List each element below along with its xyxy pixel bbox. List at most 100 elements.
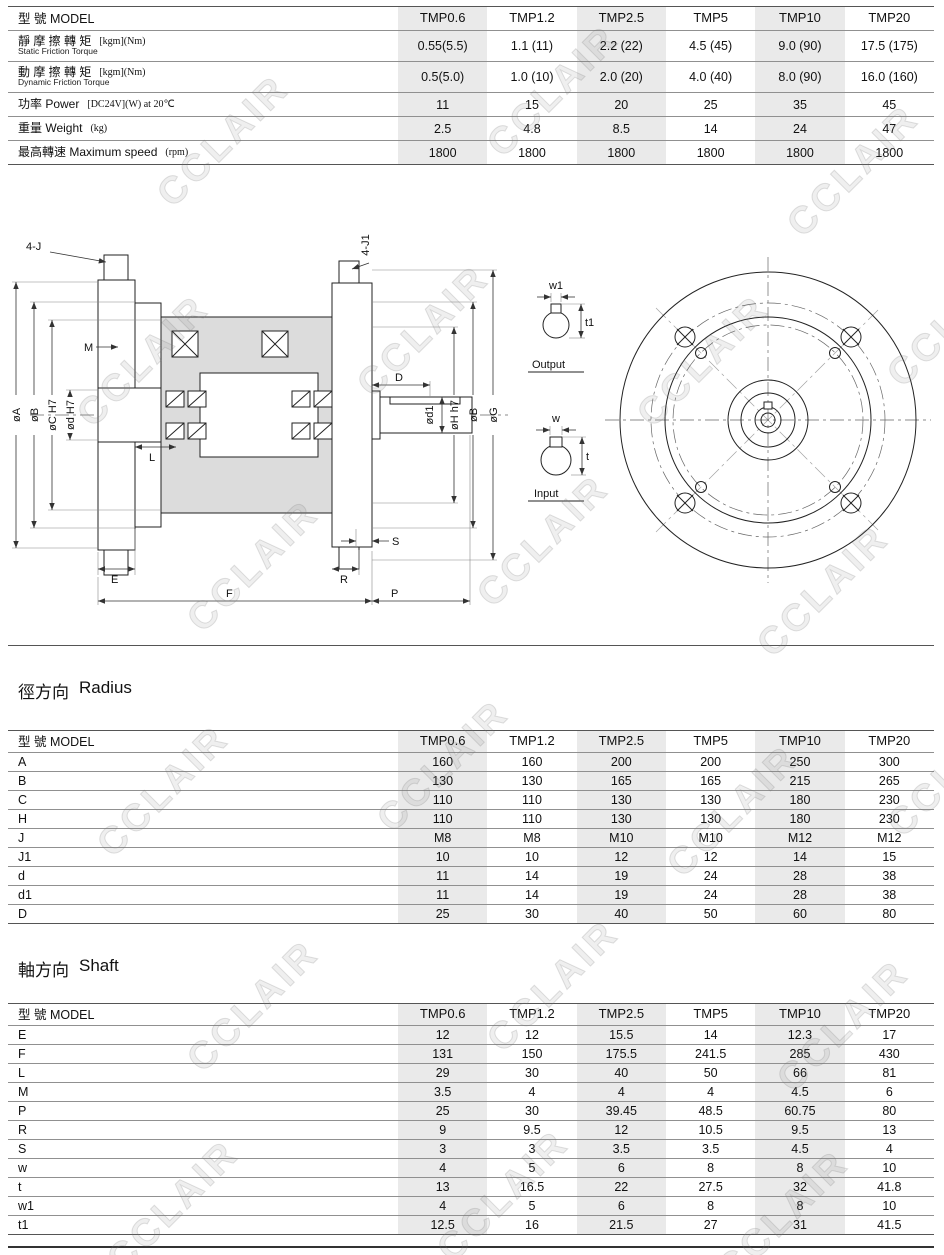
value-cell: 24 xyxy=(755,116,845,141)
row-label: R xyxy=(8,1120,398,1140)
value-cell: M10 xyxy=(576,828,666,848)
value-cell: 3.5 xyxy=(576,1139,666,1159)
value-cell: 180 xyxy=(755,809,845,829)
value-cell: 19 xyxy=(576,866,666,886)
output-label: Output xyxy=(532,359,565,371)
value-cell: 16 xyxy=(487,1215,577,1235)
row-label: w1 xyxy=(8,1196,398,1216)
value-cell: 230 xyxy=(844,809,934,829)
value-cell: 15 xyxy=(487,92,577,117)
value-cell: 3.5 xyxy=(665,1139,756,1159)
value-cell: 0.55(5.5) xyxy=(398,30,488,62)
value-cell: 4 xyxy=(665,1082,756,1102)
value-cell: 1800 xyxy=(665,140,756,165)
model-name: TMP1.2 xyxy=(487,1003,577,1026)
value-cell: 3 xyxy=(487,1139,577,1159)
value-cell: 38 xyxy=(844,885,934,905)
value-cell: 4.5 xyxy=(755,1139,845,1159)
dim-label-4J: 4-J xyxy=(26,241,41,253)
input-shaft-view: w t Input xyxy=(528,413,589,502)
row-label: M xyxy=(8,1082,398,1102)
value-cell: 241.5 xyxy=(665,1044,756,1064)
model-name: TMP10 xyxy=(755,730,845,753)
value-cell: 14 xyxy=(487,885,577,905)
row-label: 重量 Weight(kg) xyxy=(8,116,398,141)
value-cell: 31 xyxy=(755,1215,845,1235)
value-cell: 1800 xyxy=(487,140,577,165)
value-cell: 16.0 (160) xyxy=(844,61,934,93)
row-label-zh: 靜 摩 擦 轉 矩 xyxy=(18,34,92,49)
value-cell: 200 xyxy=(576,752,666,772)
row-label-unit: [kgm](Nm) xyxy=(99,67,146,79)
row-label: 最高轉速 Maximum speed(rpm) xyxy=(8,140,398,165)
value-cell: 130 xyxy=(576,809,666,829)
value-cell: 35 xyxy=(755,92,845,117)
value-cell: 130 xyxy=(665,790,756,810)
value-cell: 28 xyxy=(755,885,845,905)
row-label: 動 摩 擦 轉 矩[kgm](Nm)Dynamic Friction Torqu… xyxy=(8,61,398,93)
row-label: S xyxy=(8,1139,398,1159)
dim-label-P: P xyxy=(391,588,398,600)
dim-label-w: w xyxy=(551,413,560,425)
dim-label-F: F xyxy=(226,588,233,600)
value-cell: 12 xyxy=(487,1025,577,1045)
value-cell: 130 xyxy=(487,771,577,791)
value-cell: 40 xyxy=(576,904,666,924)
left-diameter-dims: øA øB øC H7 ød H7 xyxy=(11,281,161,549)
value-cell: 10 xyxy=(487,847,577,867)
value-cell: 10.5 xyxy=(665,1120,756,1140)
value-cell: 165 xyxy=(665,771,756,791)
model-name: TMP2.5 xyxy=(576,730,666,753)
value-cell: 130 xyxy=(576,790,666,810)
model-name: TMP5 xyxy=(665,730,756,753)
value-cell: 50 xyxy=(665,1063,756,1083)
row-label: 靜 摩 擦 轉 矩 [kgm](Nm)Static Friction Torque xyxy=(8,30,398,62)
dim-label-oH-h7: øH h7 xyxy=(449,400,461,430)
value-cell: 11 xyxy=(398,885,488,905)
row-label: t1 xyxy=(8,1215,398,1235)
value-cell: M10 xyxy=(665,828,756,848)
value-cell: 1800 xyxy=(398,140,488,165)
value-cell: 9.0 (90) xyxy=(755,30,845,62)
value-cell: 200 xyxy=(665,752,756,772)
value-cell: 5 xyxy=(487,1196,577,1216)
value-cell: 17.5 (175) xyxy=(844,30,934,62)
value-cell: 12 xyxy=(576,1120,666,1140)
value-cell: 285 xyxy=(755,1044,845,1064)
value-cell: 9.5 xyxy=(755,1120,845,1140)
value-cell: 110 xyxy=(487,790,577,810)
value-cell: 21.5 xyxy=(576,1215,666,1235)
value-cell: 4 xyxy=(398,1196,488,1216)
row-label-unit: [kgm](Nm) xyxy=(99,36,146,48)
value-cell: 9 xyxy=(398,1120,488,1140)
value-cell: 1800 xyxy=(576,140,666,165)
value-cell: 80 xyxy=(844,904,934,924)
value-cell: 10 xyxy=(398,847,488,867)
value-cell: 24 xyxy=(665,885,756,905)
value-cell: 6 xyxy=(844,1082,934,1102)
dim-label-oB2: øB xyxy=(468,408,480,422)
value-cell: 28 xyxy=(755,866,845,886)
value-cell: 110 xyxy=(487,809,577,829)
value-cell: 110 xyxy=(398,809,488,829)
right-diameter-dims: øH h7 øB øG xyxy=(372,269,500,561)
dim-label-E: E xyxy=(111,574,118,586)
value-cell: 30 xyxy=(487,1101,577,1121)
front-view xyxy=(605,257,931,583)
value-cell: 3 xyxy=(398,1139,488,1159)
bolt-hole xyxy=(840,326,862,348)
value-cell: 265 xyxy=(844,771,934,791)
value-cell: 12 xyxy=(576,847,666,867)
value-cell: 8 xyxy=(665,1158,756,1178)
dim-label-D: D xyxy=(395,372,403,384)
bolt-hole xyxy=(674,326,696,348)
row-label-en: Static Friction Torque xyxy=(18,46,98,57)
